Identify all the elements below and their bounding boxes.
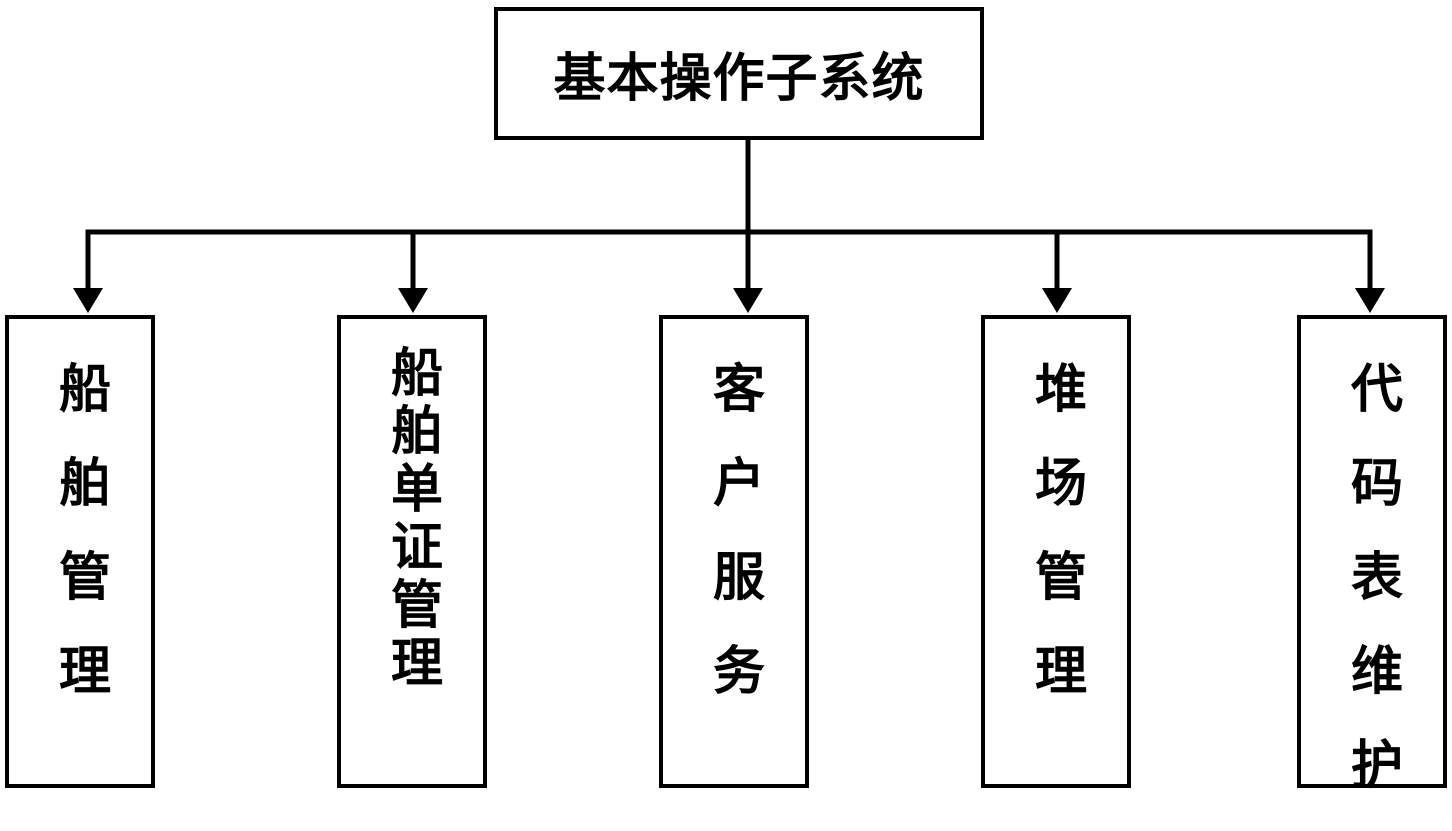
- root-node-label: 基本操作子系统: [553, 49, 925, 109]
- arrowhead-ship-documents: [398, 288, 428, 313]
- arrowhead-code-table: [1355, 288, 1385, 313]
- root-node: 基本操作子系统: [494, 7, 984, 140]
- arrowhead-yard-management: [1042, 288, 1072, 313]
- child-node-yard-management: 堆场管理: [981, 315, 1131, 788]
- child-node-code-table: 代码表维护: [1297, 315, 1447, 831]
- child-node-label: 船舶单证管理: [381, 345, 442, 693]
- connector-lines: [73, 137, 1385, 313]
- child-node-label: 客户服务: [703, 361, 764, 737]
- child-node-label: 堆场管理: [1025, 361, 1086, 737]
- child-node-label: 代码表维护: [1341, 361, 1402, 831]
- child-node-customer-service: 客户服务: [659, 315, 809, 788]
- arrowhead-customer-service: [733, 288, 763, 313]
- child-node-label: 船舶管理: [49, 361, 110, 737]
- child-node-ship-documents: 船舶单证管理: [337, 315, 487, 788]
- child-node-ship-management: 船舶管理: [5, 315, 155, 788]
- arrowhead-ship-management: [73, 288, 103, 313]
